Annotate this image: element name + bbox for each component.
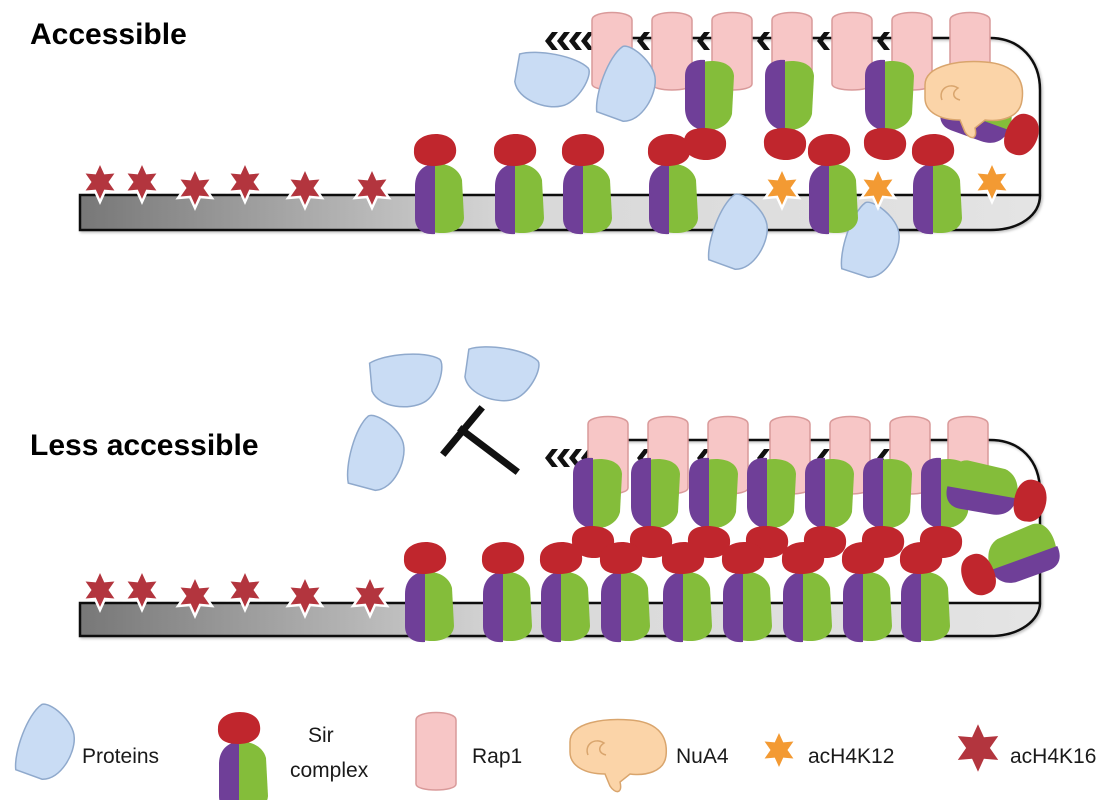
less-accessible-title: Less accessible [30, 429, 259, 462]
legend: Proteins Sir complex Rap1 NuA4 acH4K12 a… [9, 699, 1096, 800]
legend-rap1-label: Rap1 [472, 745, 522, 768]
legend-ach4k16: acH4K16 [952, 718, 1096, 778]
free-proteins [341, 342, 542, 496]
legend-proteins-label: Proteins [82, 745, 159, 768]
inhibition-symbol [440, 405, 520, 475]
legend-ach4k12-label: acH4K12 [808, 745, 894, 768]
legend-sir-complex: Sir complex [217, 711, 369, 800]
legend-nua4-label: NuA4 [676, 745, 729, 768]
legend-ach4k12: acH4K12 [760, 728, 894, 772]
legend-sir-label-line1: Sir [308, 724, 334, 747]
legend-nua4: NuA4 [569, 718, 729, 793]
accessible-title: Accessible [30, 18, 187, 51]
legend-rap1: Rap1 [415, 711, 522, 791]
legend-ach4k16-label: acH4K16 [1010, 745, 1096, 768]
legend-proteins: Proteins [9, 699, 159, 787]
legend-sir-label-line2: complex [290, 759, 369, 782]
top-nua4 [924, 60, 1024, 139]
